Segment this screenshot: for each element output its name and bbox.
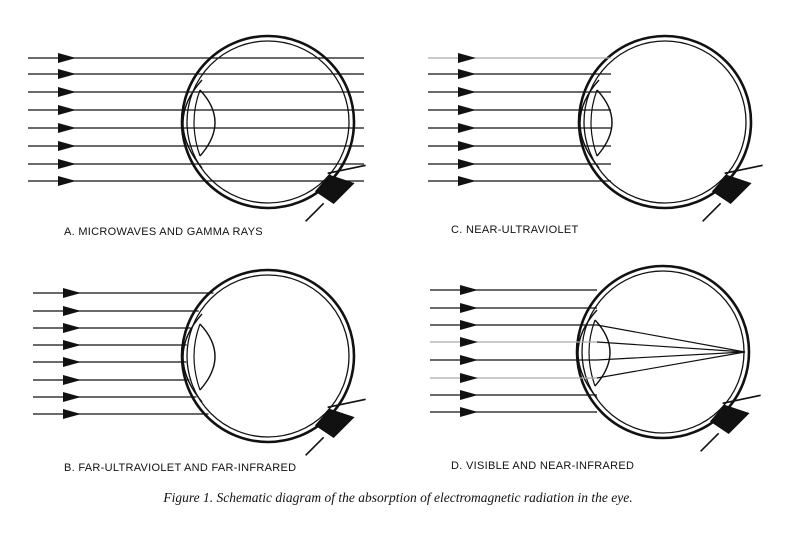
eye-c-lens-back xyxy=(596,89,613,157)
eye-a-sclera-outer xyxy=(180,34,356,210)
ray-arrow-c-6 xyxy=(458,159,476,169)
eye-a-cornea xyxy=(182,79,203,169)
ray-arrow-a-3 xyxy=(58,105,76,115)
ray-arrow-d-7 xyxy=(460,407,478,417)
panel-b-label: B. FAR-ULTRAVIOLET AND FAR-INFRARED xyxy=(64,462,296,474)
eye-d-nerve-line-top xyxy=(722,394,761,405)
ray-d-2-focus xyxy=(596,324,746,353)
eye-a-lens-back xyxy=(199,89,216,157)
eye-a-lens-front xyxy=(193,89,201,157)
panel-a xyxy=(28,34,366,222)
ray-arrow-d-2 xyxy=(460,320,478,330)
ray-arrow-b-2 xyxy=(63,323,81,333)
ray-d-3-focus xyxy=(596,341,746,353)
eye-a-nerve-line-top xyxy=(327,164,366,175)
eye-d-nerve-line-bottom xyxy=(700,432,720,452)
ray-arrow-c-1 xyxy=(458,69,476,79)
ray-arrow-b-7 xyxy=(63,409,81,419)
eye-b-sclera-inner xyxy=(186,274,350,438)
ray-arrow-c-4 xyxy=(458,123,476,133)
eye-a-optic-nerve xyxy=(314,174,355,204)
eye-d-sclera-inner xyxy=(581,270,745,434)
ray-arrow-d-0 xyxy=(460,285,478,295)
ray-arrow-b-1 xyxy=(63,306,81,316)
panel-a-label: A. MICROWAVES AND GAMMA RAYS xyxy=(64,226,263,238)
eye-d-cornea xyxy=(577,309,598,399)
eye-c-cornea xyxy=(579,79,600,169)
ray-d-5-focus xyxy=(596,351,746,379)
eye-b-lens-front xyxy=(193,323,201,391)
eye-b-nerve-line-bottom xyxy=(305,436,325,456)
ray-arrow-b-0 xyxy=(63,288,81,298)
eye-c-sclera-outer xyxy=(577,34,753,210)
ray-arrow-b-6 xyxy=(63,392,81,402)
eye-c-nerve-line-top xyxy=(724,164,763,175)
eye-c-lens-front xyxy=(590,89,598,157)
eye-b-nerve-line-top xyxy=(327,398,366,409)
ray-arrow-c-2 xyxy=(458,87,476,97)
ray-arrow-d-4 xyxy=(460,355,478,365)
eye-a-sclera-inner xyxy=(186,40,350,204)
panel-c xyxy=(428,34,763,222)
ray-arrow-d-1 xyxy=(460,303,478,313)
eye-d-optic-nerve xyxy=(709,404,750,434)
ray-arrow-a-4 xyxy=(58,123,76,133)
eye-b-lens-back xyxy=(199,323,216,391)
ray-arrow-c-0 xyxy=(458,53,476,63)
eye-b-cornea xyxy=(182,313,203,403)
eye-d-sclera-outer xyxy=(575,264,751,440)
ray-arrow-d-3 xyxy=(460,337,478,347)
ray-arrow-d-6 xyxy=(460,390,478,400)
panel-d xyxy=(430,264,761,452)
ray-arrow-a-7 xyxy=(58,176,76,186)
panel-d-label: D. VISIBLE AND NEAR-INFRARED xyxy=(451,460,634,472)
ray-arrow-a-1 xyxy=(58,69,76,79)
eye-b-optic-nerve xyxy=(314,408,355,438)
ray-arrow-d-5 xyxy=(460,373,478,383)
ray-arrow-a-5 xyxy=(58,141,76,151)
figure-caption: Figure 1. Schematic diagram of the absor… xyxy=(162,490,632,505)
ray-arrow-b-4 xyxy=(63,357,81,367)
eye-c-optic-nerve xyxy=(711,174,752,204)
ray-arrow-b-5 xyxy=(63,375,81,385)
eye-d-lens-front xyxy=(588,319,596,387)
ray-arrow-c-3 xyxy=(458,105,476,115)
panel-c-label: C. NEAR-ULTRAVIOLET xyxy=(451,224,579,236)
ray-arrow-a-6 xyxy=(58,159,76,169)
eye-c-nerve-line-bottom xyxy=(702,202,722,222)
ray-arrow-b-3 xyxy=(63,340,81,350)
eye-panels xyxy=(28,34,763,456)
ray-arrow-c-7 xyxy=(458,176,476,186)
ray-arrow-a-0 xyxy=(58,53,76,63)
eye-d-lens-back xyxy=(594,319,611,387)
ray-d-4-focus xyxy=(596,351,746,361)
eye-b-sclera-outer xyxy=(180,268,356,444)
eye-c-sclera-inner xyxy=(583,40,747,204)
eye-a-nerve-line-bottom xyxy=(305,202,325,222)
ray-arrow-c-5 xyxy=(458,141,476,151)
panel-b xyxy=(33,268,366,456)
ray-arrow-a-2 xyxy=(58,87,76,97)
